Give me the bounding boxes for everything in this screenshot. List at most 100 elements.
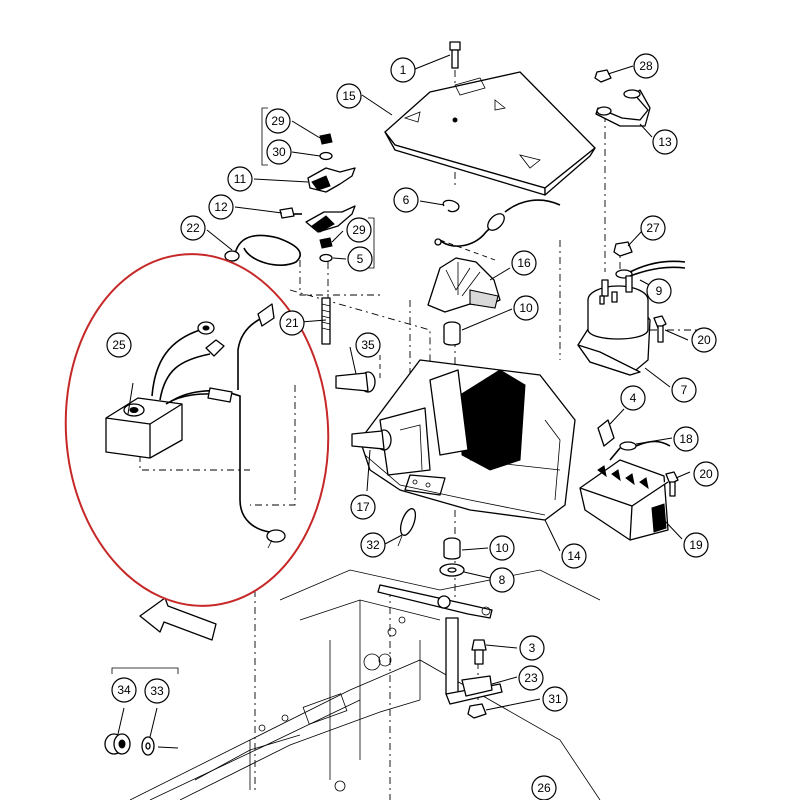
group-brackets <box>111 107 375 674</box>
part-16-cam-gear <box>427 199 561 313</box>
callout-circle <box>518 665 544 691</box>
callout-circle <box>350 494 376 520</box>
callout-number: 5 <box>357 252 364 266</box>
callout-circle <box>640 215 666 241</box>
part-25-module <box>105 303 286 549</box>
front-direction-arrow <box>139 597 217 641</box>
callout-20b: 20 <box>693 461 719 487</box>
part-10-bushing-upper <box>443 321 461 346</box>
callout-3: 3 <box>519 635 545 661</box>
part-1-bolt <box>449 41 461 69</box>
callout-circle <box>489 535 515 561</box>
part-7-solenoid <box>577 275 651 376</box>
callout-circle <box>691 327 717 353</box>
callout-circle <box>106 332 132 358</box>
callout-number: 31 <box>548 692 562 706</box>
callout-7: 7 <box>671 377 697 403</box>
callout-14: 14 <box>561 543 587 569</box>
callout-number: 1 <box>400 63 407 77</box>
part-19-terminal-block <box>579 459 669 541</box>
callout-20a: 20 <box>691 327 717 353</box>
part-4-fuse <box>597 419 615 447</box>
callout-circle <box>390 57 416 83</box>
part-32-clip <box>397 508 417 547</box>
callout-29a: 29 <box>265 108 291 134</box>
callout-number: 34 <box>117 683 131 697</box>
callout-circle <box>144 678 170 704</box>
callout-19: 19 <box>683 532 709 558</box>
callout-circle <box>489 567 515 593</box>
part-8-washer <box>439 563 465 577</box>
callout-number: 20 <box>697 333 711 347</box>
callout-29b: 29 <box>346 217 372 243</box>
callout-circle <box>683 532 709 558</box>
callout-number: 12 <box>214 200 228 214</box>
callout-21: 21 <box>279 310 305 336</box>
part-5-washer <box>319 253 333 263</box>
callout-circle <box>671 377 697 403</box>
part-9-wire <box>615 260 686 279</box>
callout-number: 32 <box>366 538 380 552</box>
callout-33: 33 <box>144 678 170 704</box>
part-12-micro-switch <box>279 205 356 233</box>
callout-circle <box>180 215 206 241</box>
callout-number: 22 <box>186 221 200 235</box>
callout-number: 35 <box>361 338 375 352</box>
callout-number: 18 <box>679 432 693 446</box>
callout-8: 8 <box>489 567 515 593</box>
callout-12: 12 <box>208 194 234 220</box>
callout-18: 18 <box>673 426 699 452</box>
callout-9: 9 <box>646 278 672 304</box>
callout-17: 17 <box>350 494 376 520</box>
callout-labels: 1345678910101112131415161718192020212223… <box>106 53 719 800</box>
callout-number: 15 <box>342 89 356 103</box>
callout-16: 16 <box>511 250 537 276</box>
callout-circle <box>208 194 234 220</box>
callout-number: 6 <box>403 193 410 207</box>
callout-circle <box>346 217 372 243</box>
callout-number: 26 <box>537 781 551 795</box>
callout-number: 21 <box>285 316 299 330</box>
callout-circle <box>265 108 291 134</box>
callout-number: 10 <box>495 541 509 555</box>
callout-circle <box>542 686 568 712</box>
callout-circle <box>111 677 137 703</box>
callout-number: 33 <box>150 684 164 698</box>
callout-15: 15 <box>336 83 362 109</box>
callout-circle <box>355 332 381 358</box>
callout-circle <box>360 532 386 558</box>
callout-13: 13 <box>652 129 678 155</box>
callout-circle <box>531 775 557 800</box>
callout-circle <box>511 250 537 276</box>
callout-number: 30 <box>272 145 286 159</box>
part-17-pin <box>351 429 392 451</box>
callout-circle <box>266 139 292 165</box>
callout-6: 6 <box>393 187 419 213</box>
part-20-screw-lower <box>665 471 679 497</box>
callout-number: 4 <box>630 391 637 405</box>
part-15-cover <box>384 71 596 196</box>
callout-10a: 10 <box>513 295 539 321</box>
part-35-pin <box>335 371 376 393</box>
callout-circle <box>336 83 362 109</box>
callout-23: 23 <box>518 665 544 691</box>
callout-number: 7 <box>681 383 688 397</box>
callout-number: 10 <box>519 301 533 315</box>
callout-number: 20 <box>699 467 713 481</box>
callout-34: 34 <box>111 677 137 703</box>
part-33-washer <box>141 736 155 756</box>
part-22-wire <box>224 234 301 266</box>
callout-number: 25 <box>112 338 126 352</box>
callout-number: 27 <box>646 221 660 235</box>
callout-number: 9 <box>656 284 663 298</box>
callout-circle <box>347 246 373 272</box>
highlight-circle <box>64 253 330 607</box>
callout-30: 30 <box>266 139 292 165</box>
part-18-wire <box>609 440 671 461</box>
callout-circle <box>673 426 699 452</box>
highlighted-component-group <box>64 253 330 607</box>
callout-circle <box>561 543 587 569</box>
part-34-bushing <box>104 733 131 755</box>
part-29-washer-upper <box>319 133 333 145</box>
callout-number: 8 <box>499 573 506 587</box>
